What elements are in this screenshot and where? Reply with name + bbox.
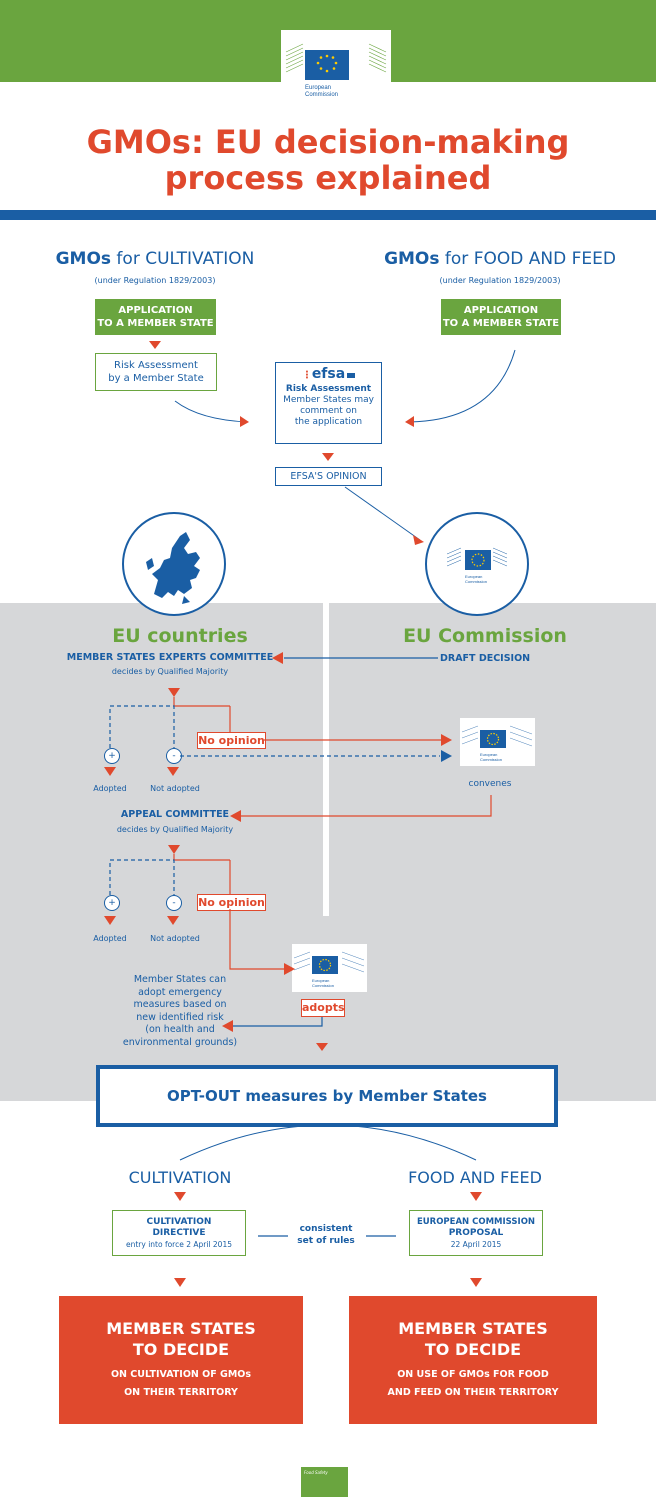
foodfeed-application-1: APPLICATION <box>463 305 539 316</box>
cultivation-directive: CULTIVATION DIRECTIVE entry into force 2… <box>112 1210 246 1256</box>
cult-dir-3: entry into force 2 April 2015 <box>125 1239 232 1249</box>
emergency-2: adopt emergency <box>138 986 222 998</box>
mini-logo-text-2: Commission <box>480 757 502 762</box>
efsa-line3: the application <box>294 417 363 427</box>
svg-text:European: European <box>465 574 482 579</box>
plus-icon-1: + <box>104 748 120 764</box>
appeal-committee: APPEAL COMMITTEE <box>120 809 230 820</box>
cultivation-heading-rest: for CULTIVATION <box>111 249 255 269</box>
ec-prop-2: PROPOSAL <box>448 1227 504 1238</box>
band-divider <box>323 603 329 916</box>
food-safety-tag: Food Safety <box>301 1467 348 1497</box>
cultivation-application-2: TO A MEMBER STATE <box>97 318 214 329</box>
foodfeed-application: APPLICATION TO A MEMBER STATE <box>441 299 561 335</box>
adopted-1: Adopted <box>93 784 127 793</box>
foodfeed-heading-bold: GMOs <box>384 249 440 269</box>
not-adopted-2: Not adopted <box>150 934 200 943</box>
foodfeed-heading-rest: for FOOD AND FEED <box>439 249 616 269</box>
efsa-title: Risk Assessment <box>285 384 372 394</box>
mini-logo-text-4: Commission <box>312 983 334 988</box>
consistent-1: consistent <box>299 1224 353 1234</box>
efsa-line2: comment on <box>300 406 357 416</box>
eu-map-circle <box>122 512 226 616</box>
eu-countries-heading: EU countries <box>112 625 248 647</box>
efsa-box: ⋮efsa Risk Assessment Member States may … <box>275 362 382 444</box>
ec-mini-logo-1: European Commission <box>460 718 535 766</box>
right-big-2: TO DECIDE <box>424 1340 522 1359</box>
efsa-logo-text: efsa <box>311 366 346 382</box>
cultivation-regulation: (under Regulation 1829/2003) <box>94 276 216 285</box>
page-title-2: process explained <box>164 159 492 197</box>
logo-text-1: European <box>305 85 331 91</box>
page-title: GMOs: EU decision-making <box>86 123 570 161</box>
efsa-line1: Member States may <box>283 395 374 405</box>
ms-risk-1: Risk Assessment <box>114 360 198 371</box>
ec-logo-circle: European Commission <box>425 512 529 616</box>
draft-decision: DRAFT DECISION <box>440 653 531 664</box>
emergency-4: new identified risk <box>136 1011 224 1023</box>
efsa-opinion: EFSA'S OPINION <box>275 467 382 486</box>
qualified-majority-2: decides by Qualified Majority <box>116 825 234 834</box>
ec-building-icon: European Commission <box>285 43 387 98</box>
minus-icon-2: - <box>166 895 182 911</box>
cultivation-heading-bold: GMOs <box>55 249 112 269</box>
ms-risk-assessment: Risk Assessment by a Member State <box>95 353 217 391</box>
right-small-2: AND FEED ON THEIR TERRITORY <box>387 1387 559 1398</box>
no-opinion-1: No opinion <box>197 732 266 749</box>
cultivation-application: APPLICATION TO A MEMBER STATE <box>95 299 216 335</box>
left-big-2: TO DECIDE <box>132 1340 230 1359</box>
left-small-1: ON CULTIVATION OF GMOs <box>110 1369 252 1380</box>
experts-committee: MEMBER STATES EXPERTS COMMITTEE <box>66 652 274 663</box>
right-big-1: MEMBER STATES <box>398 1319 548 1338</box>
no-opinion-2: No opinion <box>197 894 266 911</box>
ms-decide-cultivation: MEMBER STATES TO DECIDE ON CULTIVATION O… <box>59 1296 303 1424</box>
ec-building-icon-2: European Commission <box>446 547 508 584</box>
not-adopted-1: Not adopted <box>150 784 200 793</box>
left-big-1: MEMBER STATES <box>106 1319 256 1338</box>
foodfeed-heading: GMOs for FOOD AND FEED <box>370 249 630 269</box>
consistent-2: set of rules <box>297 1236 355 1246</box>
emergency-measures: Member States can adopt emergency measur… <box>80 974 280 1049</box>
emergency-1: Member States can <box>133 974 227 985</box>
cultivation-application-1: APPLICATION <box>118 305 193 316</box>
ec-building-icon-3: European Commission <box>461 725 533 762</box>
mini-logo-text-3: European <box>312 978 329 983</box>
emergency-6: environmental grounds) <box>122 1036 238 1048</box>
left-small-2: ON THEIR TERRITORY <box>124 1387 238 1398</box>
emergency-3: measures based on <box>133 999 227 1010</box>
right-small-1: ON USE OF GMOs FOR FOOD <box>397 1369 549 1380</box>
cultivation-heading: GMOs for CULTIVATION <box>30 249 280 269</box>
adopted-2: Adopted <box>93 934 127 943</box>
opt-food-feed: FOOD AND FEED <box>408 1168 542 1187</box>
foodfeed-regulation: (under Regulation 1829/2003) <box>439 276 561 285</box>
cult-dir-2: DIRECTIVE <box>152 1227 206 1238</box>
svg-text:Commission: Commission <box>465 579 487 584</box>
adopts-label: adopts <box>301 999 345 1017</box>
plus-icon-2: + <box>104 895 120 911</box>
efsa-logo: ⋮efsa <box>276 366 381 382</box>
ms-decide-food-feed: MEMBER STATES TO DECIDE ON USE OF GMOs F… <box>349 1296 597 1424</box>
ec-building-icon-4: European Commission <box>293 951 365 988</box>
eu-commission-heading: EU Commission <box>403 625 567 647</box>
foodfeed-application-2: TO A MEMBER STATE <box>442 318 560 329</box>
ec-proposal: EUROPEAN COMMISSION PROPOSAL 22 April 20… <box>409 1210 543 1256</box>
ec-prop-1: EUROPEAN COMMISSION <box>416 1216 536 1227</box>
convenes-label: convenes <box>468 779 512 789</box>
emergency-5: (on health and <box>145 1024 215 1035</box>
ms-risk-2: by a Member State <box>108 373 204 384</box>
ec-prop-3: 22 April 2015 <box>450 1239 502 1249</box>
ec-mini-logo-2: European Commission <box>292 944 367 992</box>
eu-map-icon <box>146 532 200 604</box>
logo-text-2: Commission <box>305 92 338 98</box>
mini-logo-text-1: European <box>480 752 497 757</box>
consistent-rules: consistent set of rules <box>286 1223 366 1247</box>
qualified-majority-1: decides by Qualified Majority <box>111 667 229 676</box>
title-rule <box>0 210 656 220</box>
cult-dir-1: CULTIVATION <box>146 1216 212 1227</box>
ec-logo: European Commission <box>281 30 391 102</box>
opt-cultivation: CULTIVATION <box>128 1168 232 1187</box>
